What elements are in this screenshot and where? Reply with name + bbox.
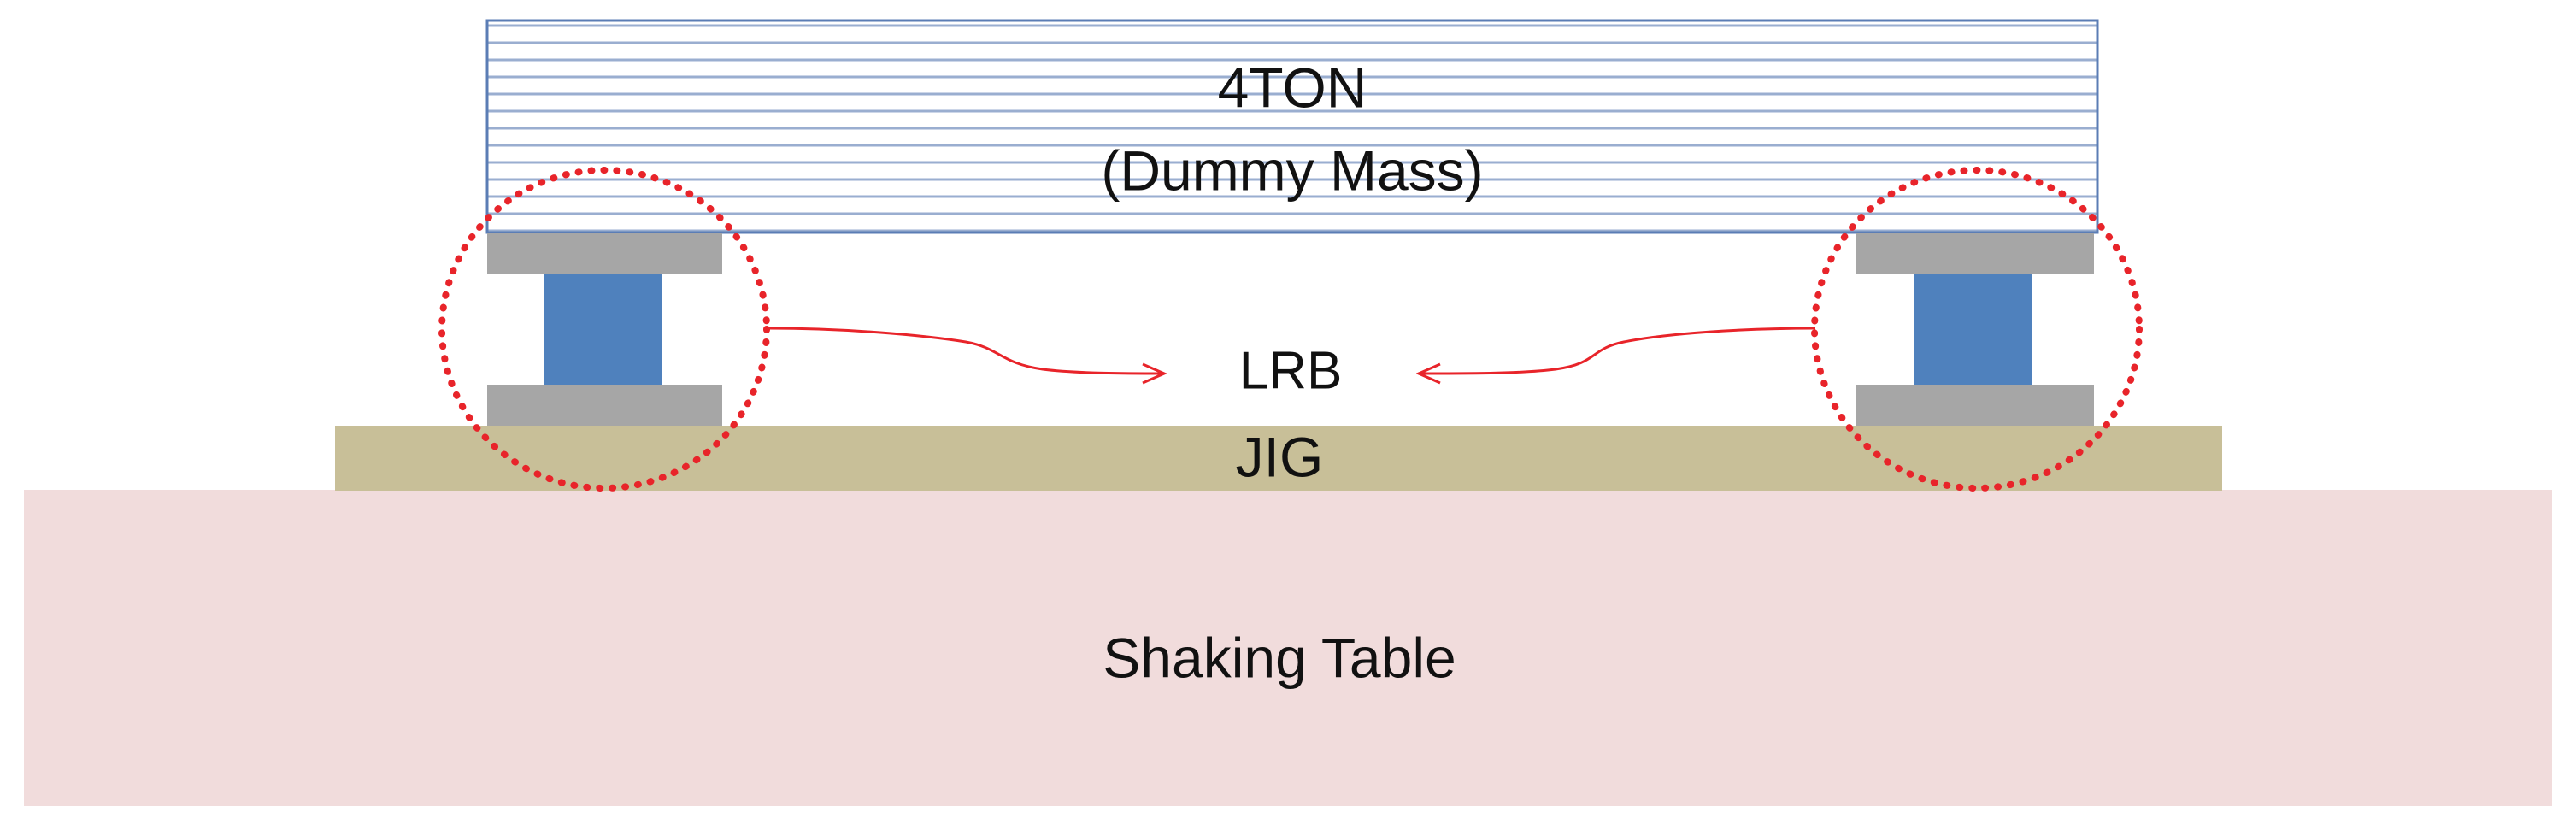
left-pointer-arrow [768,327,1164,374]
left-bearing-core [544,274,662,385]
right-lrb-bearing [1856,233,2094,426]
mass-subtitle: (Dummy Mass) [1101,138,1483,202]
right-highlight-circle [1811,167,2143,492]
right-bearing-core [1914,274,2032,385]
left-bearing-top-plate [487,233,722,274]
dummy-mass-block [485,19,2099,234]
shaking-table [24,490,2552,806]
left-highlight-circle [438,167,770,492]
right-bearing-top-plate [1856,233,2094,274]
right-bearing-bottom-plate [1856,385,2094,426]
mass-title: 4TON [1218,56,1367,119]
right-pointer-arrow [1419,327,1816,374]
jig-label: JIG [1236,425,1324,488]
lrb-label: LRB [1239,341,1343,400]
left-bearing-bottom-plate [487,385,722,426]
shaking-table-label: Shaking Table [1103,626,1456,689]
left-lrb-bearing [487,233,722,426]
